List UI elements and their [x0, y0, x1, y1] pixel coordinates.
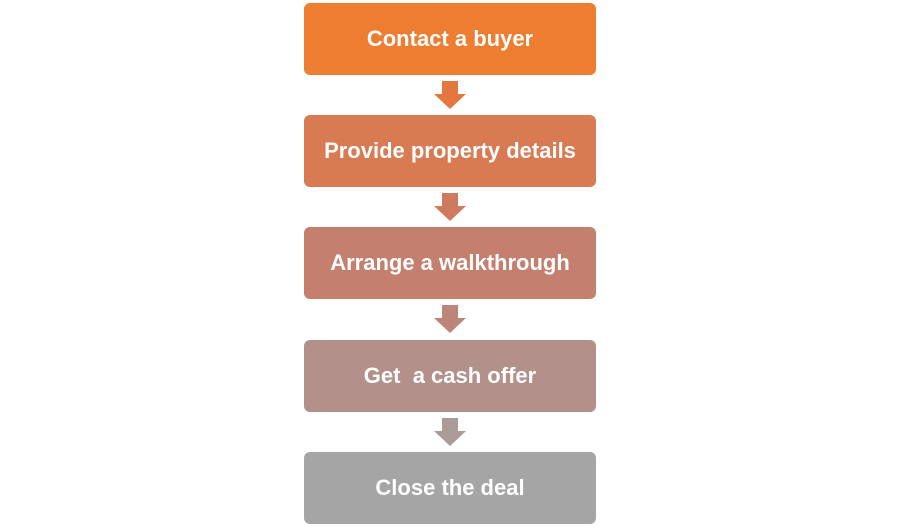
- step-label: Provide property details: [324, 138, 576, 163]
- down-arrow-icon: [434, 193, 466, 221]
- down-arrow-icon: [434, 305, 466, 333]
- step-label: Close the deal: [375, 475, 525, 500]
- step-arrange-walkthrough: Arrange a walkthrough: [304, 227, 596, 299]
- step-label: Arrange a walkthrough: [330, 250, 570, 275]
- step-close-deal: Close the deal: [304, 452, 596, 524]
- step-label: Get a cash offer: [363, 363, 537, 388]
- step-label: Contact a buyer: [366, 26, 534, 51]
- step-get-cash-offer: Get a cash offer: [304, 340, 596, 412]
- step-contact-buyer: Contact a buyer: [304, 3, 596, 75]
- down-arrow-icon: [434, 81, 466, 109]
- step-provide-property-details: Provide property details: [304, 115, 596, 187]
- down-arrow-icon: [434, 418, 466, 446]
